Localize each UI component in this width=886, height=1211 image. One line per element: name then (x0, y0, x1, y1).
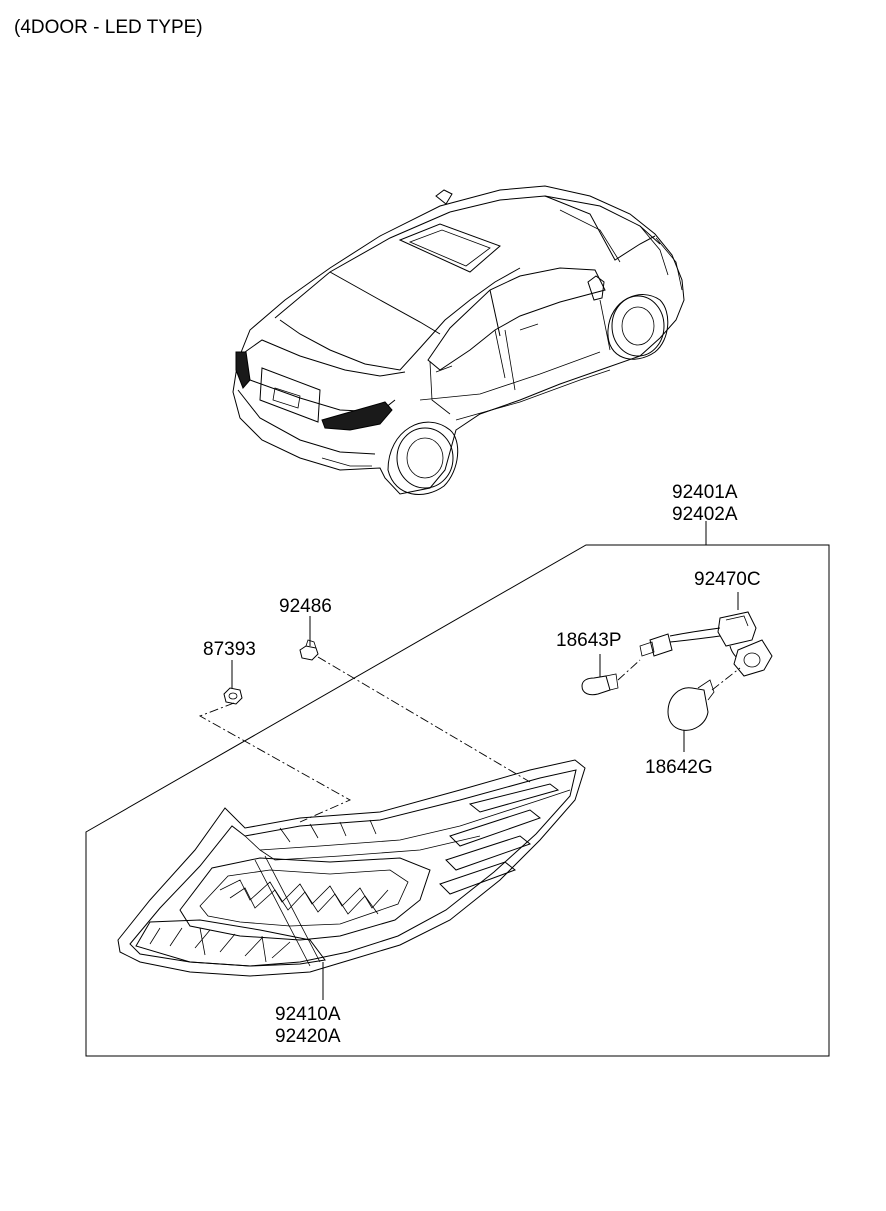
label-92402A: 92402A (672, 504, 738, 525)
label-92470C: 92470C (694, 569, 761, 590)
leader-bulb-small (617, 659, 641, 681)
tail-lamp-assembly (117, 759, 586, 1000)
label-92410A: 92410A (275, 1004, 341, 1025)
leader-screw (317, 656, 531, 783)
diagram-title: (4DOOR - LED TYPE) (14, 17, 203, 38)
label-92486: 92486 (279, 596, 332, 617)
leader-bulb-large (711, 667, 741, 691)
nut-87393 (223, 660, 243, 705)
assembly-frame (85, 544, 830, 1057)
label-18642G: 18642G (645, 757, 713, 778)
label-18643P: 18643P (556, 630, 622, 651)
label-92401A: 92401A (672, 482, 738, 503)
label-87393: 87393 (203, 639, 256, 660)
leader-nut (198, 702, 352, 823)
screw-92486 (299, 616, 319, 661)
bulb-18643P (581, 654, 619, 696)
car-illustration (232, 185, 685, 495)
label-92420A: 92420A (275, 1026, 341, 1047)
wiring-92470C (639, 592, 773, 677)
bulb-18642G (667, 679, 715, 752)
